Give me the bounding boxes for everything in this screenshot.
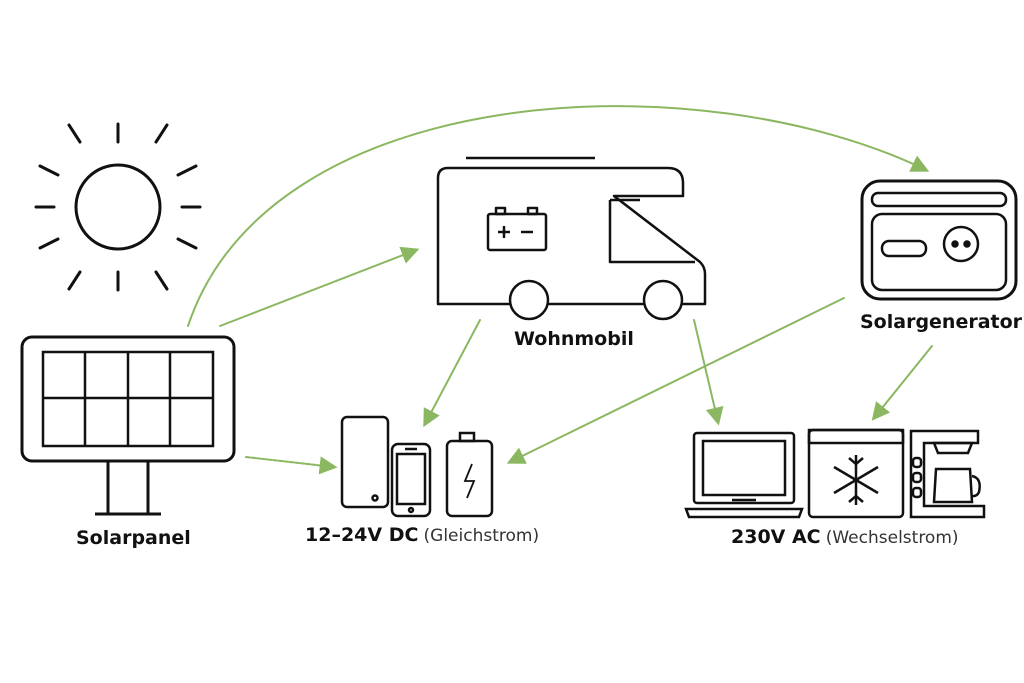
label-dc-type: (Gleichstrom): [423, 526, 540, 546]
camper-van-icon: [436, 156, 707, 321]
freezer-icon: [807, 428, 905, 519]
arrow-generator-to-ac: [871, 345, 933, 421]
label-ac-type: (Wechselstrom): [825, 528, 959, 548]
solar-generator-icon: [860, 179, 1018, 301]
coffee-machine-icon: [909, 429, 986, 519]
arrow-camper-to-dc: [423, 319, 481, 428]
label-solarpanel: Solarpanel: [76, 527, 191, 549]
smartphone-icon: [390, 442, 432, 518]
solar-panel-icon: [20, 335, 236, 516]
label-wohnmobil: Wohnmobil: [514, 328, 634, 350]
arrow-panel-to-generator: [187, 105, 930, 327]
arrows: [187, 105, 933, 475]
label-solargenerator: Solargenerator: [860, 311, 1023, 333]
battery-icon: [445, 431, 494, 518]
label-dc-voltage: 12–24V DC: [305, 524, 419, 546]
sun-icon: [34, 122, 202, 292]
label-dc: 12–24V DC (Gleichstrom): [305, 524, 539, 546]
laptop-icon: [684, 431, 804, 519]
arrow-camper-to-ac: [693, 319, 724, 426]
tablet-icon: [340, 415, 390, 509]
label-ac: 230V AC (Wechselstrom): [731, 526, 959, 548]
arrow-panel-to-camper: [219, 246, 420, 327]
arrow-generator-to-dc: [506, 297, 845, 464]
label-ac-voltage: 230V AC: [731, 526, 821, 548]
arrow-panel-to-dc: [245, 456, 338, 475]
